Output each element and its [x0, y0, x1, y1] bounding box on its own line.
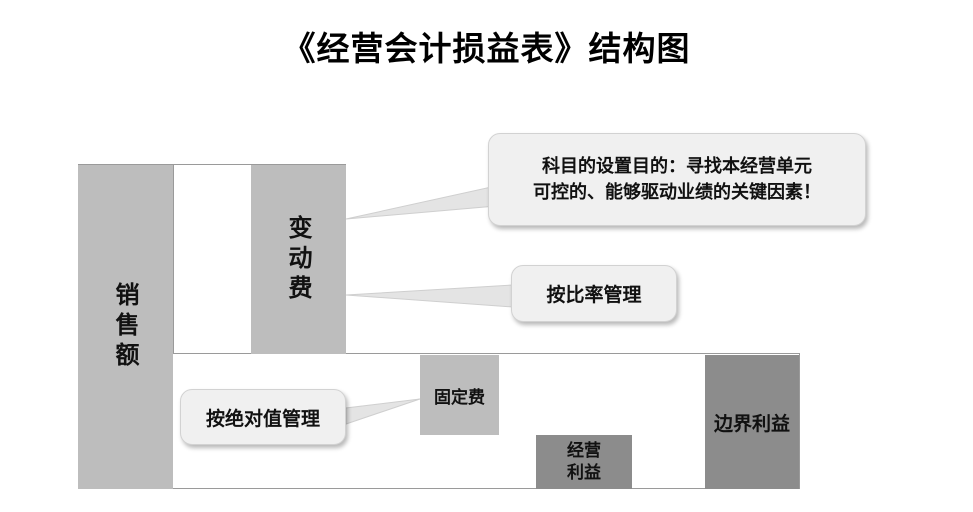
absolute-management-callout: 按绝对值管理: [180, 389, 346, 445]
absolute-callout-pointer: [345, 398, 421, 425]
fixed-cost-block: 固定费: [420, 355, 499, 435]
purpose-callout-text: 科目的设置目的：寻找本经营单元 可控的、能够驱动业绩的关键因素！: [533, 155, 821, 203]
fixed-cost-label: 固定费: [434, 387, 485, 408]
frame-left-line: [173, 165, 174, 353]
operating-profit-label: 经营 利益: [567, 441, 601, 483]
sales-block: 销售额: [78, 165, 173, 489]
absolute-management-text: 按绝对值管理: [205, 407, 320, 430]
variable-cost-block: 变动费: [251, 165, 346, 354]
purpose-callout: 科目的设置目的：寻找本经营单元 可控的、能够驱动业绩的关键因素！: [488, 133, 866, 226]
page-title: 《经营会计损益表》结构图: [282, 29, 691, 68]
rate-management-text: 按比率管理: [546, 284, 642, 306]
frame-right-line: [799, 353, 800, 489]
frame-bottom-line: [78, 488, 800, 489]
marginal-profit-label: 边界利益: [713, 412, 790, 435]
rate-callout-pointer: [345, 284, 514, 308]
rate-management-callout: 按比率管理: [511, 265, 677, 322]
operating-profit-block: 经营 利益: [536, 435, 632, 489]
variable-cost-label: 变动费: [284, 214, 312, 305]
sales-label: 销售额: [111, 282, 139, 372]
purpose-callout-pointer: [345, 185, 497, 220]
marginal-profit-block: 边界利益: [705, 355, 799, 489]
frame-middle-line: [173, 353, 800, 354]
frame-top-line: [78, 164, 346, 165]
